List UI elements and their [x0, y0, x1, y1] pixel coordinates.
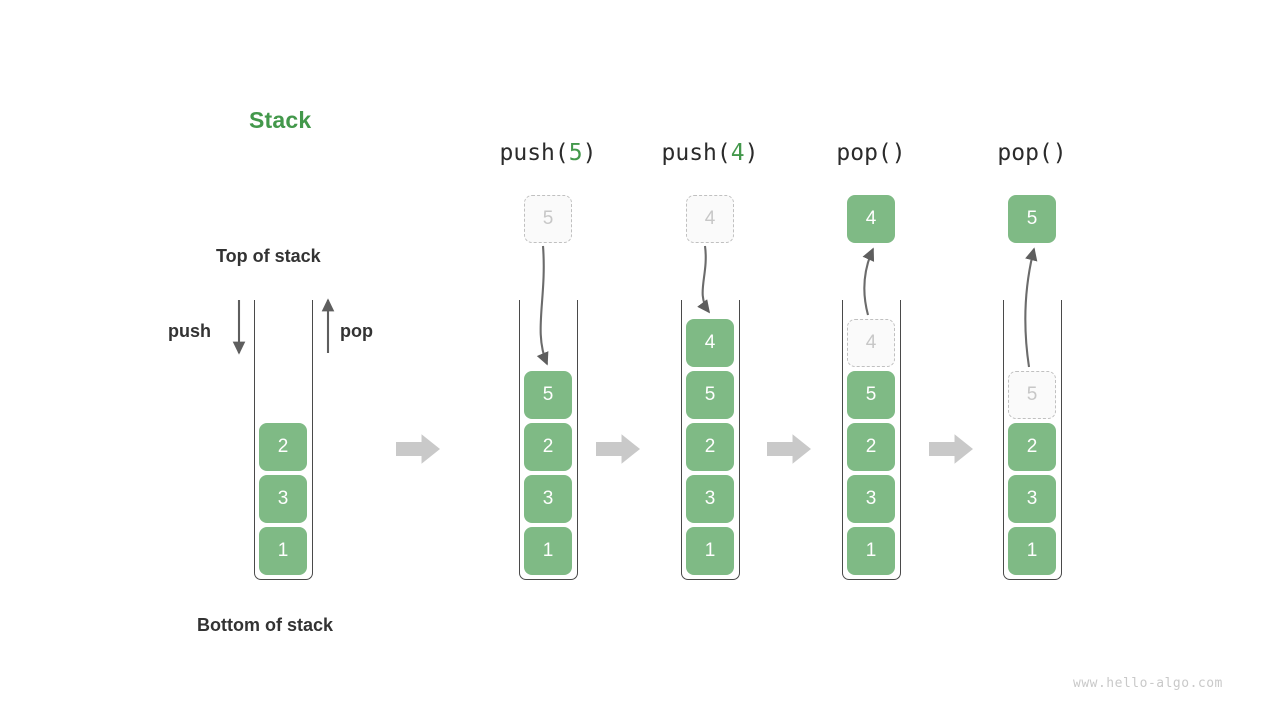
- top-of-stack-label: Top of stack: [216, 246, 321, 266]
- op-header-arg: 5: [568, 140, 583, 166]
- op-header-suffix: ): [1052, 140, 1067, 166]
- stack-cell-initial-3: 3: [259, 475, 307, 523]
- op-header-arg: 4: [730, 140, 745, 166]
- watermark: www.hello-algo.com: [1073, 676, 1223, 691]
- stack-cell-pop-1-2: 2: [847, 423, 895, 471]
- op-header-pop-2: pop(): [932, 140, 1132, 166]
- stack-cell-push-4-1: 1: [686, 527, 734, 575]
- stack-container-initial: [253, 300, 313, 580]
- flow-arrow-icon-3: [929, 434, 973, 464]
- push-label: push: [168, 321, 211, 341]
- floating-cell-pop-1: 4: [847, 195, 895, 243]
- flow-arrow-icon-0: [396, 434, 440, 464]
- stack-cell-pop-1-3: 3: [847, 475, 895, 523]
- stack-container-pop-1: [841, 300, 901, 580]
- stack-cell-pop-2-3: 3: [1008, 475, 1056, 523]
- stack-cell-push-4-4: 4: [686, 319, 734, 367]
- op-header-suffix: ): [582, 140, 597, 166]
- pop-label: pop: [340, 321, 373, 341]
- stack-cell-push-5-3: 3: [524, 475, 572, 523]
- op-header-prefix: pop(: [997, 140, 1053, 166]
- floating-cell-push-4: 4: [686, 195, 734, 243]
- stack-cell-push-4-2: 2: [686, 423, 734, 471]
- stack-cell-push-5-5: 5: [524, 371, 572, 419]
- flow-arrow-icon-2: [767, 434, 811, 464]
- stack-container-pop-2: [1002, 300, 1062, 580]
- stack-cell-initial-2: 2: [259, 423, 307, 471]
- stack-cell-push-5-1: 1: [524, 527, 572, 575]
- op-header-push-5: push(5): [448, 140, 648, 166]
- op-header-suffix: ): [744, 140, 759, 166]
- op-header-suffix: ): [891, 140, 906, 166]
- stack-cell-initial-1: 1: [259, 527, 307, 575]
- floating-cell-push-5: 5: [524, 195, 572, 243]
- floating-cell-pop-2: 5: [1008, 195, 1056, 243]
- stack-container-push-5: [518, 300, 578, 580]
- op-header-prefix: push(: [661, 140, 731, 166]
- stack-cell-push-4-5: 5: [686, 371, 734, 419]
- stack-cell-push-5-2: 2: [524, 423, 572, 471]
- page-title: Stack: [249, 107, 312, 133]
- stack-cell-pop-2-5-ghost: 5: [1008, 371, 1056, 419]
- stack-cell-pop-2-1: 1: [1008, 527, 1056, 575]
- op-header-push-4: push(4): [610, 140, 810, 166]
- stack-cell-pop-1-4-ghost: 4: [847, 319, 895, 367]
- stack-cell-pop-2-2: 2: [1008, 423, 1056, 471]
- op-header-prefix: pop(: [836, 140, 892, 166]
- stack-cell-push-4-3: 3: [686, 475, 734, 523]
- stack-container-push-4: [680, 300, 740, 580]
- op-header-pop-1: pop(): [771, 140, 971, 166]
- stack-cell-pop-1-5: 5: [847, 371, 895, 419]
- stack-cell-pop-1-1: 1: [847, 527, 895, 575]
- flow-arrow-icon-1: [596, 434, 640, 464]
- op-header-prefix: push(: [499, 140, 569, 166]
- bottom-of-stack-label: Bottom of stack: [197, 615, 334, 635]
